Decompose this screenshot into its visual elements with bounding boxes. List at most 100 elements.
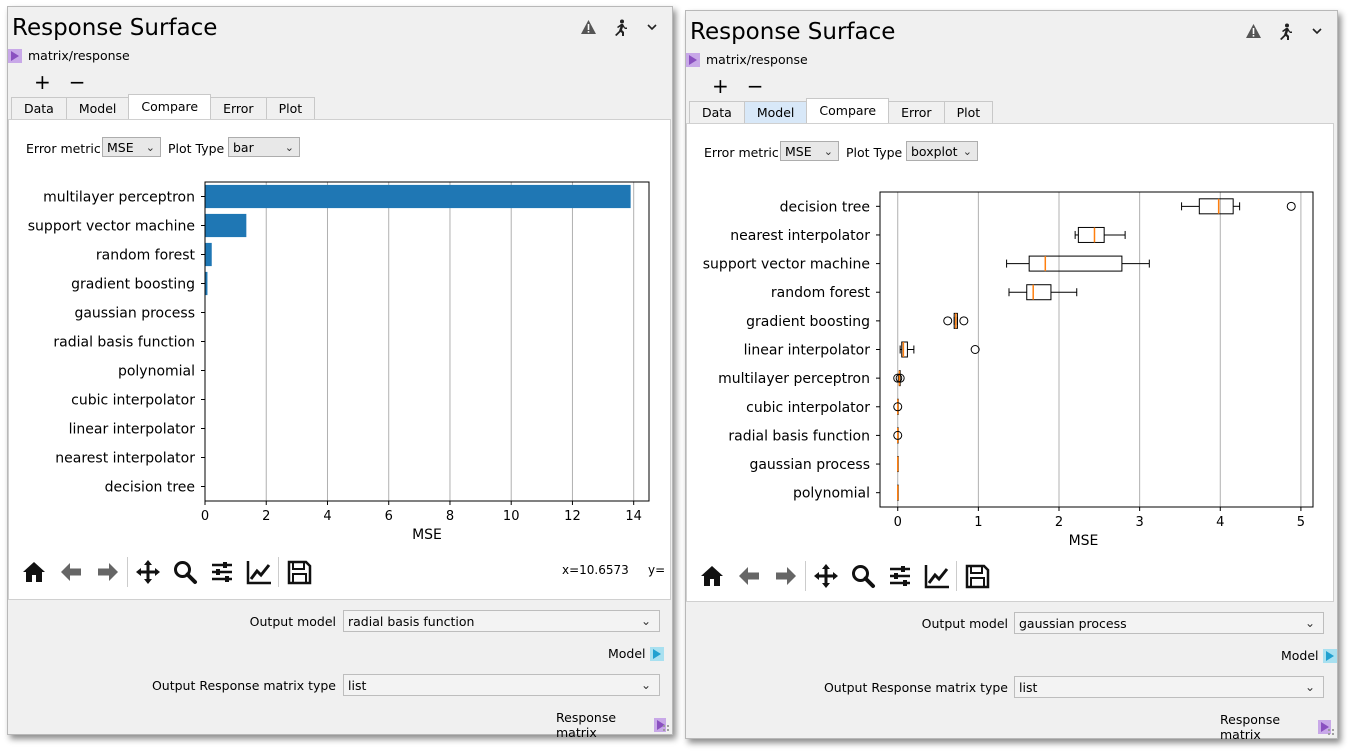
y-tick-label: linear interpolator <box>744 343 871 359</box>
chevron-down-icon[interactable] <box>644 19 660 35</box>
output-model-value: radial basis function <box>348 614 475 629</box>
chevron-down-icon: ⌄ <box>640 614 651 628</box>
error-metric-select[interactable]: MSE ⌄ <box>780 141 839 161</box>
response-port-label: Response matrix <box>556 710 617 740</box>
tab-plot[interactable]: Plot <box>265 97 316 119</box>
chevron-down-icon: ⌄ <box>1304 616 1315 630</box>
tab-compare[interactable]: Compare <box>806 98 890 123</box>
run-icon[interactable] <box>1277 23 1293 40</box>
error-metric-select[interactable]: MSE ⌄ <box>102 137 161 157</box>
plot-type-value: boxplot <box>911 144 958 159</box>
remove-button[interactable]: − <box>68 70 86 94</box>
x-tick-label: 5 <box>1297 515 1305 530</box>
output-model-select[interactable]: gaussian process ⌄ <box>1014 612 1324 634</box>
output-type-label: Output Response matrix type <box>151 678 336 693</box>
zoom-icon[interactable] <box>166 556 203 588</box>
tab-compare[interactable]: Compare <box>128 94 212 119</box>
pan-icon[interactable] <box>807 560 844 592</box>
tab-model[interactable]: Model <box>65 97 130 119</box>
x-tick-label: 8 <box>446 509 454 524</box>
output-type-select[interactable]: list ⌄ <box>1014 676 1324 698</box>
configure-icon[interactable] <box>203 556 240 588</box>
home-icon[interactable] <box>693 560 730 592</box>
flier-point <box>893 373 903 383</box>
save-icon[interactable] <box>958 560 995 592</box>
model-port-row: Model <box>1281 648 1343 663</box>
input-port-icon[interactable] <box>8 48 22 63</box>
plot-type-select[interactable]: bar ⌄ <box>228 137 300 157</box>
chevron-down-icon: ⌄ <box>962 145 972 158</box>
flier-point <box>895 373 905 383</box>
model-port-icon[interactable] <box>649 646 664 661</box>
edit-curves-icon[interactable] <box>240 556 277 588</box>
chevron-down-icon: ⌄ <box>145 141 155 154</box>
y-tick-label: polynomial <box>793 486 870 502</box>
tab-error[interactable]: Error <box>210 97 267 119</box>
tab-plot[interactable]: Plot <box>943 101 994 123</box>
y-tick-label: cubic interpolator <box>71 393 195 409</box>
chevron-down-icon[interactable] <box>1309 23 1325 39</box>
output-type-select[interactable]: list ⌄ <box>343 674 660 696</box>
coord-x: x=10.6573 <box>562 563 629 577</box>
error-metric-value: MSE <box>785 144 812 159</box>
plot-type-label: Plot Type <box>846 145 903 160</box>
resize-grip[interactable] <box>1327 728 1335 736</box>
pan-icon[interactable] <box>129 556 166 588</box>
tab-data[interactable]: Data <box>689 101 745 123</box>
tab-model[interactable]: Model <box>743 101 808 123</box>
bar <box>205 242 212 267</box>
back-icon[interactable] <box>52 556 89 588</box>
forward-icon[interactable] <box>767 560 804 592</box>
tab-error[interactable]: Error <box>888 101 945 123</box>
x-tick-label: 2 <box>1055 515 1063 530</box>
y-tick-label: polynomial <box>118 364 195 380</box>
bar-chart[interactable]: multilayer perceptron support vector mach… <box>9 175 670 555</box>
output-type-label: Output Response matrix type <box>823 680 1008 695</box>
back-icon[interactable] <box>730 560 767 592</box>
header-icons <box>580 19 660 36</box>
response-port-row: Response matrix <box>556 710 672 740</box>
header-icons <box>1245 23 1325 40</box>
model-port-icon[interactable] <box>1322 648 1337 663</box>
x-tick-label: 1 <box>974 515 982 530</box>
output-type-value: list <box>1019 680 1038 695</box>
y-tick-label: multilayer perceptron <box>43 190 195 206</box>
plus-minus: + − <box>712 74 764 98</box>
chevron-down-icon: ⌄ <box>284 141 294 154</box>
add-button[interactable]: + <box>712 74 729 98</box>
resize-grip[interactable] <box>662 724 670 732</box>
y-tick-label: support vector machine <box>703 257 870 273</box>
warning-icon[interactable] <box>1245 23 1261 39</box>
y-tick-label: decision tree <box>105 480 195 496</box>
chevron-down-icon: ⌄ <box>640 678 651 692</box>
box <box>901 341 908 358</box>
model-port-label: Model <box>608 646 646 661</box>
y-tick-label: nearest interpolator <box>730 228 870 244</box>
x-tick-label: 4 <box>323 509 331 524</box>
add-button[interactable]: + <box>34 70 51 94</box>
zoom-icon[interactable] <box>844 560 881 592</box>
plot-area <box>880 192 1313 507</box>
input-port-icon[interactable] <box>686 52 700 67</box>
configure-icon[interactable] <box>881 560 918 592</box>
remove-button[interactable]: − <box>746 74 764 98</box>
plot-type-label: Plot Type <box>168 141 225 156</box>
home-icon[interactable] <box>15 556 52 588</box>
run-icon[interactable] <box>612 19 628 36</box>
plot-toolbar <box>15 556 317 588</box>
model-port-label: Model <box>1281 648 1319 663</box>
box <box>1026 284 1052 301</box>
forward-icon[interactable] <box>89 556 126 588</box>
edit-curves-icon[interactable] <box>918 560 955 592</box>
save-icon[interactable] <box>280 556 317 588</box>
plot-type-select[interactable]: boxplot ⌄ <box>906 141 978 161</box>
y-tick-label: linear interpolator <box>69 422 196 438</box>
y-tick-label: support vector machine <box>28 219 195 235</box>
output-model-select[interactable]: radial basis function ⌄ <box>343 610 660 632</box>
bar <box>205 271 208 296</box>
warning-icon[interactable] <box>580 19 596 35</box>
tab-data[interactable]: Data <box>11 97 67 119</box>
plot-frame <box>204 181 650 502</box>
output-type-value: list <box>348 678 367 693</box>
